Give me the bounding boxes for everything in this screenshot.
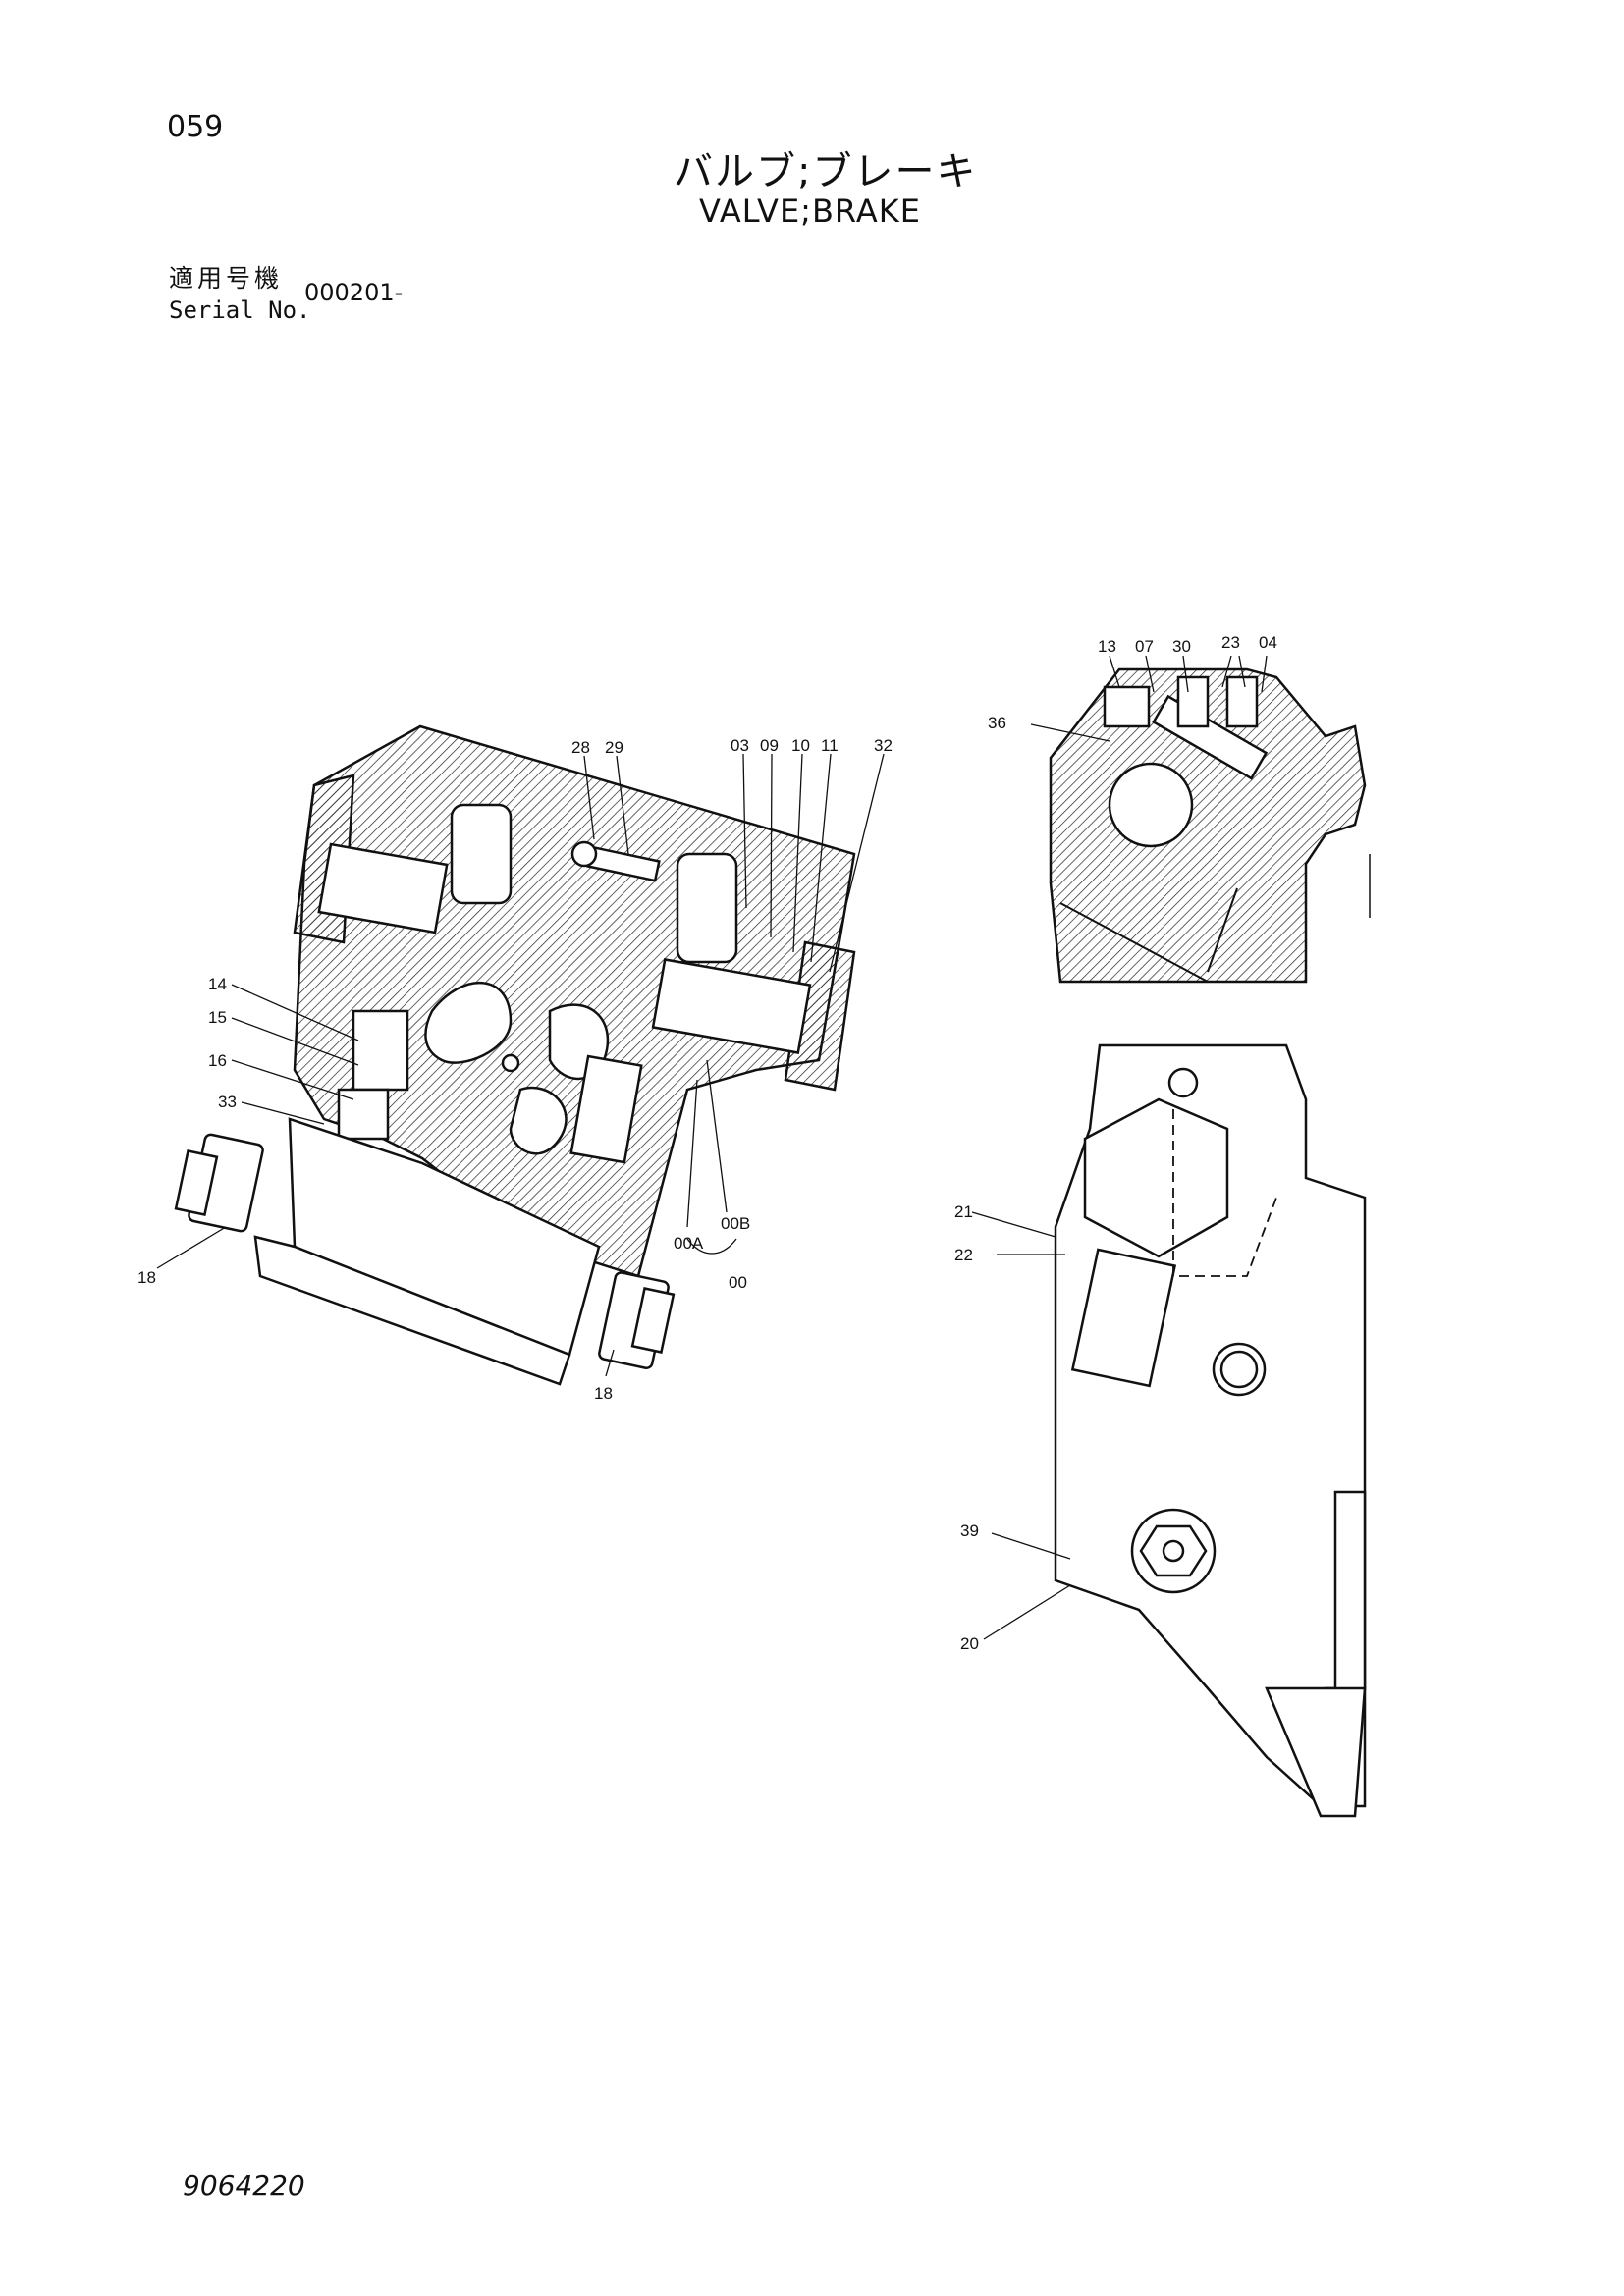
lower-housing-face (253, 1235, 571, 1386)
top-detail-view (1049, 667, 1371, 984)
dashed-passage (1172, 1109, 1277, 1277)
detail-ball-seat (1176, 675, 1210, 728)
upper-ball (570, 840, 598, 868)
page-title-japanese: バルブ;ブレーキ (674, 149, 978, 194)
passage-1 (424, 981, 513, 1064)
callout-14: 14 (208, 975, 227, 993)
callout-30: 30 (1172, 637, 1191, 656)
upper-spool-bore (317, 842, 449, 934)
callout-00: 00 (729, 1273, 747, 1292)
callout-04: 04 (1259, 633, 1277, 652)
callout-16: 16 (208, 1051, 227, 1070)
middle-spool (676, 852, 738, 964)
side-view (1054, 1043, 1367, 1818)
page-number: 059 (167, 110, 224, 144)
lower-housing (288, 1117, 601, 1357)
lower-hex-bolt-center (1162, 1539, 1185, 1563)
right-plug-nut (630, 1287, 676, 1354)
main-section-view (174, 724, 856, 1386)
serial-label-japanese: 適用号機 (169, 264, 284, 293)
detail-orifice (1225, 675, 1259, 728)
detail-plug (1103, 685, 1151, 728)
callout-36: 36 (988, 714, 1006, 732)
check-valve-left (352, 1009, 409, 1092)
callout-21: 21 (954, 1202, 973, 1221)
callout-28: 28 (571, 738, 590, 757)
passage-3 (509, 1086, 568, 1155)
callout-33: 33 (218, 1093, 237, 1111)
callout-20: 20 (960, 1634, 979, 1653)
callout-00A: 00A (674, 1234, 704, 1253)
check-valve-lower (569, 1054, 643, 1164)
callout-11: 11 (821, 736, 839, 755)
callout-39: 39 (960, 1522, 979, 1540)
right-spool-bore (651, 958, 812, 1054)
side-port-mid-inner (1219, 1350, 1259, 1389)
document-number: 9064220 (183, 2169, 305, 2202)
callout-32: 32 (874, 736, 893, 755)
callout-13: 13 (1098, 637, 1116, 656)
leader-lines-main (156, 753, 885, 1377)
callout-labels: 28 29 03 09 10 11 32 14 15 16 33 18 18 0… (137, 633, 1277, 1653)
callout-00B: 00B (721, 1214, 750, 1233)
callout-09: 09 (760, 736, 779, 755)
callout-18-left: 18 (137, 1268, 156, 1287)
upper-spool (450, 803, 513, 905)
callout-22: 22 (954, 1246, 973, 1264)
callout-29: 29 (605, 738, 623, 757)
small-port-top (1167, 1067, 1199, 1098)
callout-23: 23 (1221, 633, 1240, 652)
leader-lines-top-detail (1030, 655, 1268, 742)
page-title-english: VALVE;BRAKE (699, 192, 921, 230)
detail-bore (1108, 762, 1194, 848)
callout-18-right: 18 (594, 1384, 613, 1403)
passage-port (501, 1053, 520, 1073)
callout-03: 03 (731, 736, 749, 755)
large-hex-plug (1083, 1097, 1229, 1258)
serial-number-value: 000201- (304, 279, 404, 306)
lower-bracket (1265, 1686, 1367, 1818)
serial-label-english: Serial No. (169, 296, 311, 324)
callout-07: 07 (1135, 637, 1154, 656)
callout-10: 10 (791, 736, 810, 755)
valve-cartridge (1070, 1248, 1177, 1388)
left-plug-nut (174, 1149, 219, 1216)
callout-15: 15 (208, 1008, 227, 1027)
leader-lines-side (971, 1211, 1071, 1640)
detail-body (1049, 667, 1367, 984)
